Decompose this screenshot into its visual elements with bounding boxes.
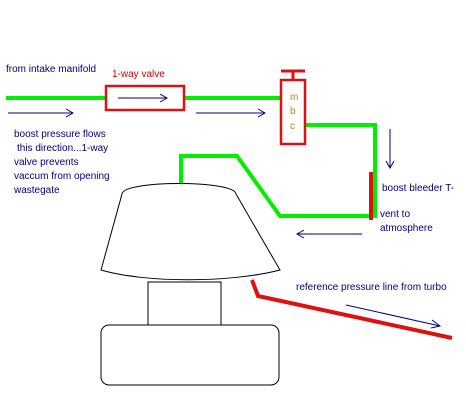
flow-arrow-reference <box>345 304 442 329</box>
vent-label-line: atmosphere <box>380 223 433 234</box>
mbc-body <box>279 78 307 146</box>
flow-arrow-down <box>385 129 395 170</box>
flow-arrows <box>8 108 442 329</box>
actuator-shaft <box>147 281 222 329</box>
valve-label: 1-way valve <box>112 69 165 80</box>
source-label: from intake manifold <box>6 64 96 75</box>
mbc-letter-m: m <box>290 92 298 103</box>
line-bleeder-to-wastegate <box>179 154 377 218</box>
flow-arrow-middle <box>196 108 267 118</box>
green-pressure-line <box>6 96 377 218</box>
flow-note-line: wastegate <box>13 185 60 196</box>
actuator-base <box>100 324 280 386</box>
bleeder-label: boost bleeder T- <box>382 183 454 194</box>
flow-note-line: this direction...1-way <box>17 143 108 154</box>
reference-pressure-line <box>250 279 453 340</box>
wastegate-actuator <box>100 183 281 386</box>
flow-arrow-return <box>295 229 362 239</box>
valve-flow-arrowhead <box>159 93 169 103</box>
reference-label: reference pressure line from turbo <box>296 282 447 293</box>
flow-note-line: valve prevents <box>14 157 78 168</box>
mbc-letter-c: c <box>290 121 295 132</box>
flow-note-line: vaccum from opening <box>14 171 110 182</box>
manual-boost-controller <box>279 69 307 146</box>
flow-arrow-left <box>8 108 75 118</box>
vent-label: vent to atmosphere <box>380 209 433 234</box>
vent-label-line: vent to <box>380 209 410 220</box>
flow-note-line: boost pressure flows <box>14 129 106 140</box>
line-mbc-to-bleeder <box>303 123 377 214</box>
actuator-dome <box>100 183 281 281</box>
mbc-letter-b: b <box>290 106 296 117</box>
flow-note: boost pressure flows this direction...1-… <box>13 129 112 196</box>
